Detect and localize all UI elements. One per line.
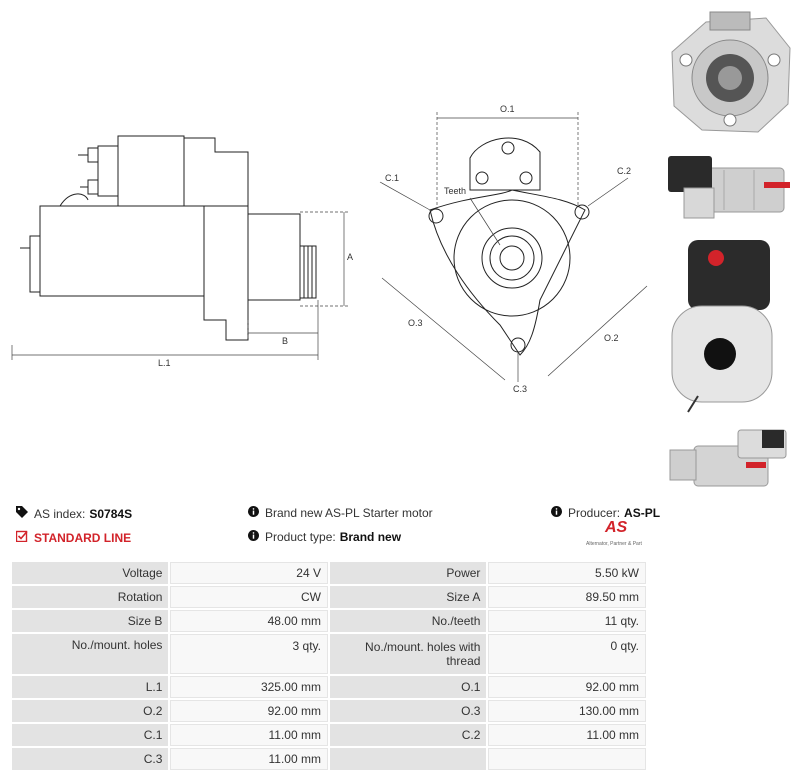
label-a: A [347, 252, 353, 262]
producer-label: Producer: [568, 506, 621, 520]
spec-value: 92.00 mm [170, 700, 328, 722]
flange-outline [429, 189, 586, 356]
photo-rear-view[interactable] [668, 236, 794, 416]
spec-key: C.1 [12, 724, 169, 746]
spec-table: Voltage 24 V Power 5.50 kW Rotation CW S… [10, 560, 648, 772]
as-pl-logo: AS Alternator, Partner & Part [583, 519, 649, 551]
top-hole [501, 141, 515, 155]
spec-value: 3 qty. [170, 634, 328, 674]
product-photos [660, 0, 800, 500]
motor-body [39, 205, 205, 297]
tag-icon [16, 506, 28, 521]
producer: Producer: AS-PL [551, 506, 660, 520]
photo-front-view[interactable] [666, 8, 794, 140]
label-teeth: Teeth [444, 186, 466, 196]
label-c3: C.3 [513, 384, 527, 394]
info-icon [248, 506, 259, 520]
pinion-teeth [489, 235, 535, 281]
description: Brand new AS-PL Starter motor [248, 506, 433, 520]
label-c2: C.2 [617, 166, 631, 176]
spec-value: 5.50 kW [488, 562, 646, 584]
solenoid-outline [117, 135, 185, 207]
label-o2: O.2 [604, 333, 619, 343]
spec-value: 11.00 mm [170, 748, 328, 770]
standard-line-label: STANDARD LINE [34, 530, 132, 545]
table-row: O.2 92.00 mm O.3 130.00 mm [12, 700, 646, 722]
product-type-label: Product type: [265, 530, 336, 544]
spec-key: Power [329, 562, 487, 584]
table-row: No./mount. holes 3 qty. No./mount. holes… [12, 634, 646, 674]
label-o1: O.1 [500, 104, 515, 114]
spec-key: Rotation [12, 586, 169, 608]
spec-key: O.2 [12, 700, 169, 722]
spec-key: O.3 [329, 700, 487, 722]
spec-value: 130.00 mm [488, 700, 646, 722]
table-row: Size B 48.00 mm No./teeth 11 qty. [12, 610, 646, 632]
hole-c2 [574, 204, 590, 220]
logo-slogan: Alternator, Partner & Part [586, 541, 642, 547]
spec-key: Voltage [12, 562, 169, 584]
producer-value: AS-PL [624, 506, 661, 520]
table-row: C.3 11.00 mm [12, 748, 646, 770]
solenoid-cap [97, 145, 119, 197]
spec-value: 11.00 mm [170, 724, 328, 746]
as-index-label: AS index: [34, 506, 86, 521]
housing-top [184, 137, 249, 210]
label-o3: O.3 [408, 318, 423, 328]
spec-value: 89.50 mm [488, 586, 646, 608]
spec-value: 11 qty. [488, 610, 646, 632]
spec-key: C.3 [12, 748, 169, 770]
info-icon [248, 530, 259, 544]
spec-value: CW [170, 586, 328, 608]
technical-drawing: L.1 B A O. [11, 104, 648, 394]
spec-value: 11.00 mm [488, 724, 646, 746]
label-b: B [282, 336, 288, 346]
table-row: C.1 11.00 mm C.2 11.00 mm [12, 724, 646, 746]
spec-value: 325.00 mm [170, 676, 328, 698]
spec-key: No./teeth [329, 610, 487, 632]
spec-key: No./mount. holes [12, 634, 169, 674]
spec-value: 92.00 mm [488, 676, 646, 698]
photo-side-view-1[interactable] [664, 148, 794, 224]
product-type: Product type: Brand new [248, 530, 401, 544]
label-l1: L.1 [158, 358, 171, 368]
spec-value: 24 V [170, 562, 328, 584]
checkbox-icon [15, 530, 28, 545]
table-row: Voltage 24 V Power 5.50 kW [12, 562, 646, 584]
terminal-top [87, 147, 99, 163]
info-icon [551, 506, 562, 520]
spec-key: No./mount. holes with thread [329, 634, 487, 674]
spec-value [488, 748, 646, 770]
spec-value: 48.00 mm [170, 610, 328, 632]
product-type-value: Brand new [339, 530, 402, 544]
label-c1: C.1 [385, 173, 399, 183]
spec-key: O.1 [329, 676, 487, 698]
drawing-svg: L.1 B A O. [11, 104, 648, 394]
as-index-value: S0784S [89, 506, 133, 521]
table-row: L.1 325.00 mm O.1 92.00 mm [12, 676, 646, 698]
hole-c1 [428, 208, 444, 224]
spec-key: L.1 [12, 676, 169, 698]
spec-key: C.2 [329, 724, 487, 746]
flange-top-lobe [469, 137, 541, 191]
spec-key: Size B [12, 610, 169, 632]
spec-key: Size A [329, 586, 487, 608]
as-index: AS index: S0784S [16, 506, 132, 521]
logo-text: AS [605, 519, 628, 536]
nose [248, 213, 301, 301]
spec-key [329, 748, 487, 770]
description-text: Brand new AS-PL Starter motor [265, 506, 433, 520]
product-info: AS index: S0784S STANDARD LINE Brand new… [0, 500, 660, 555]
flange-boss [453, 199, 571, 317]
standard-line: STANDARD LINE [15, 530, 132, 545]
table-row: Rotation CW Size A 89.50 mm [12, 586, 646, 608]
photo-side-view-2[interactable] [666, 424, 794, 496]
spec-value: 0 qty. [488, 634, 646, 674]
end-cap [29, 235, 41, 293]
terminal-bottom [87, 179, 99, 195]
drive-housing [203, 205, 249, 341]
